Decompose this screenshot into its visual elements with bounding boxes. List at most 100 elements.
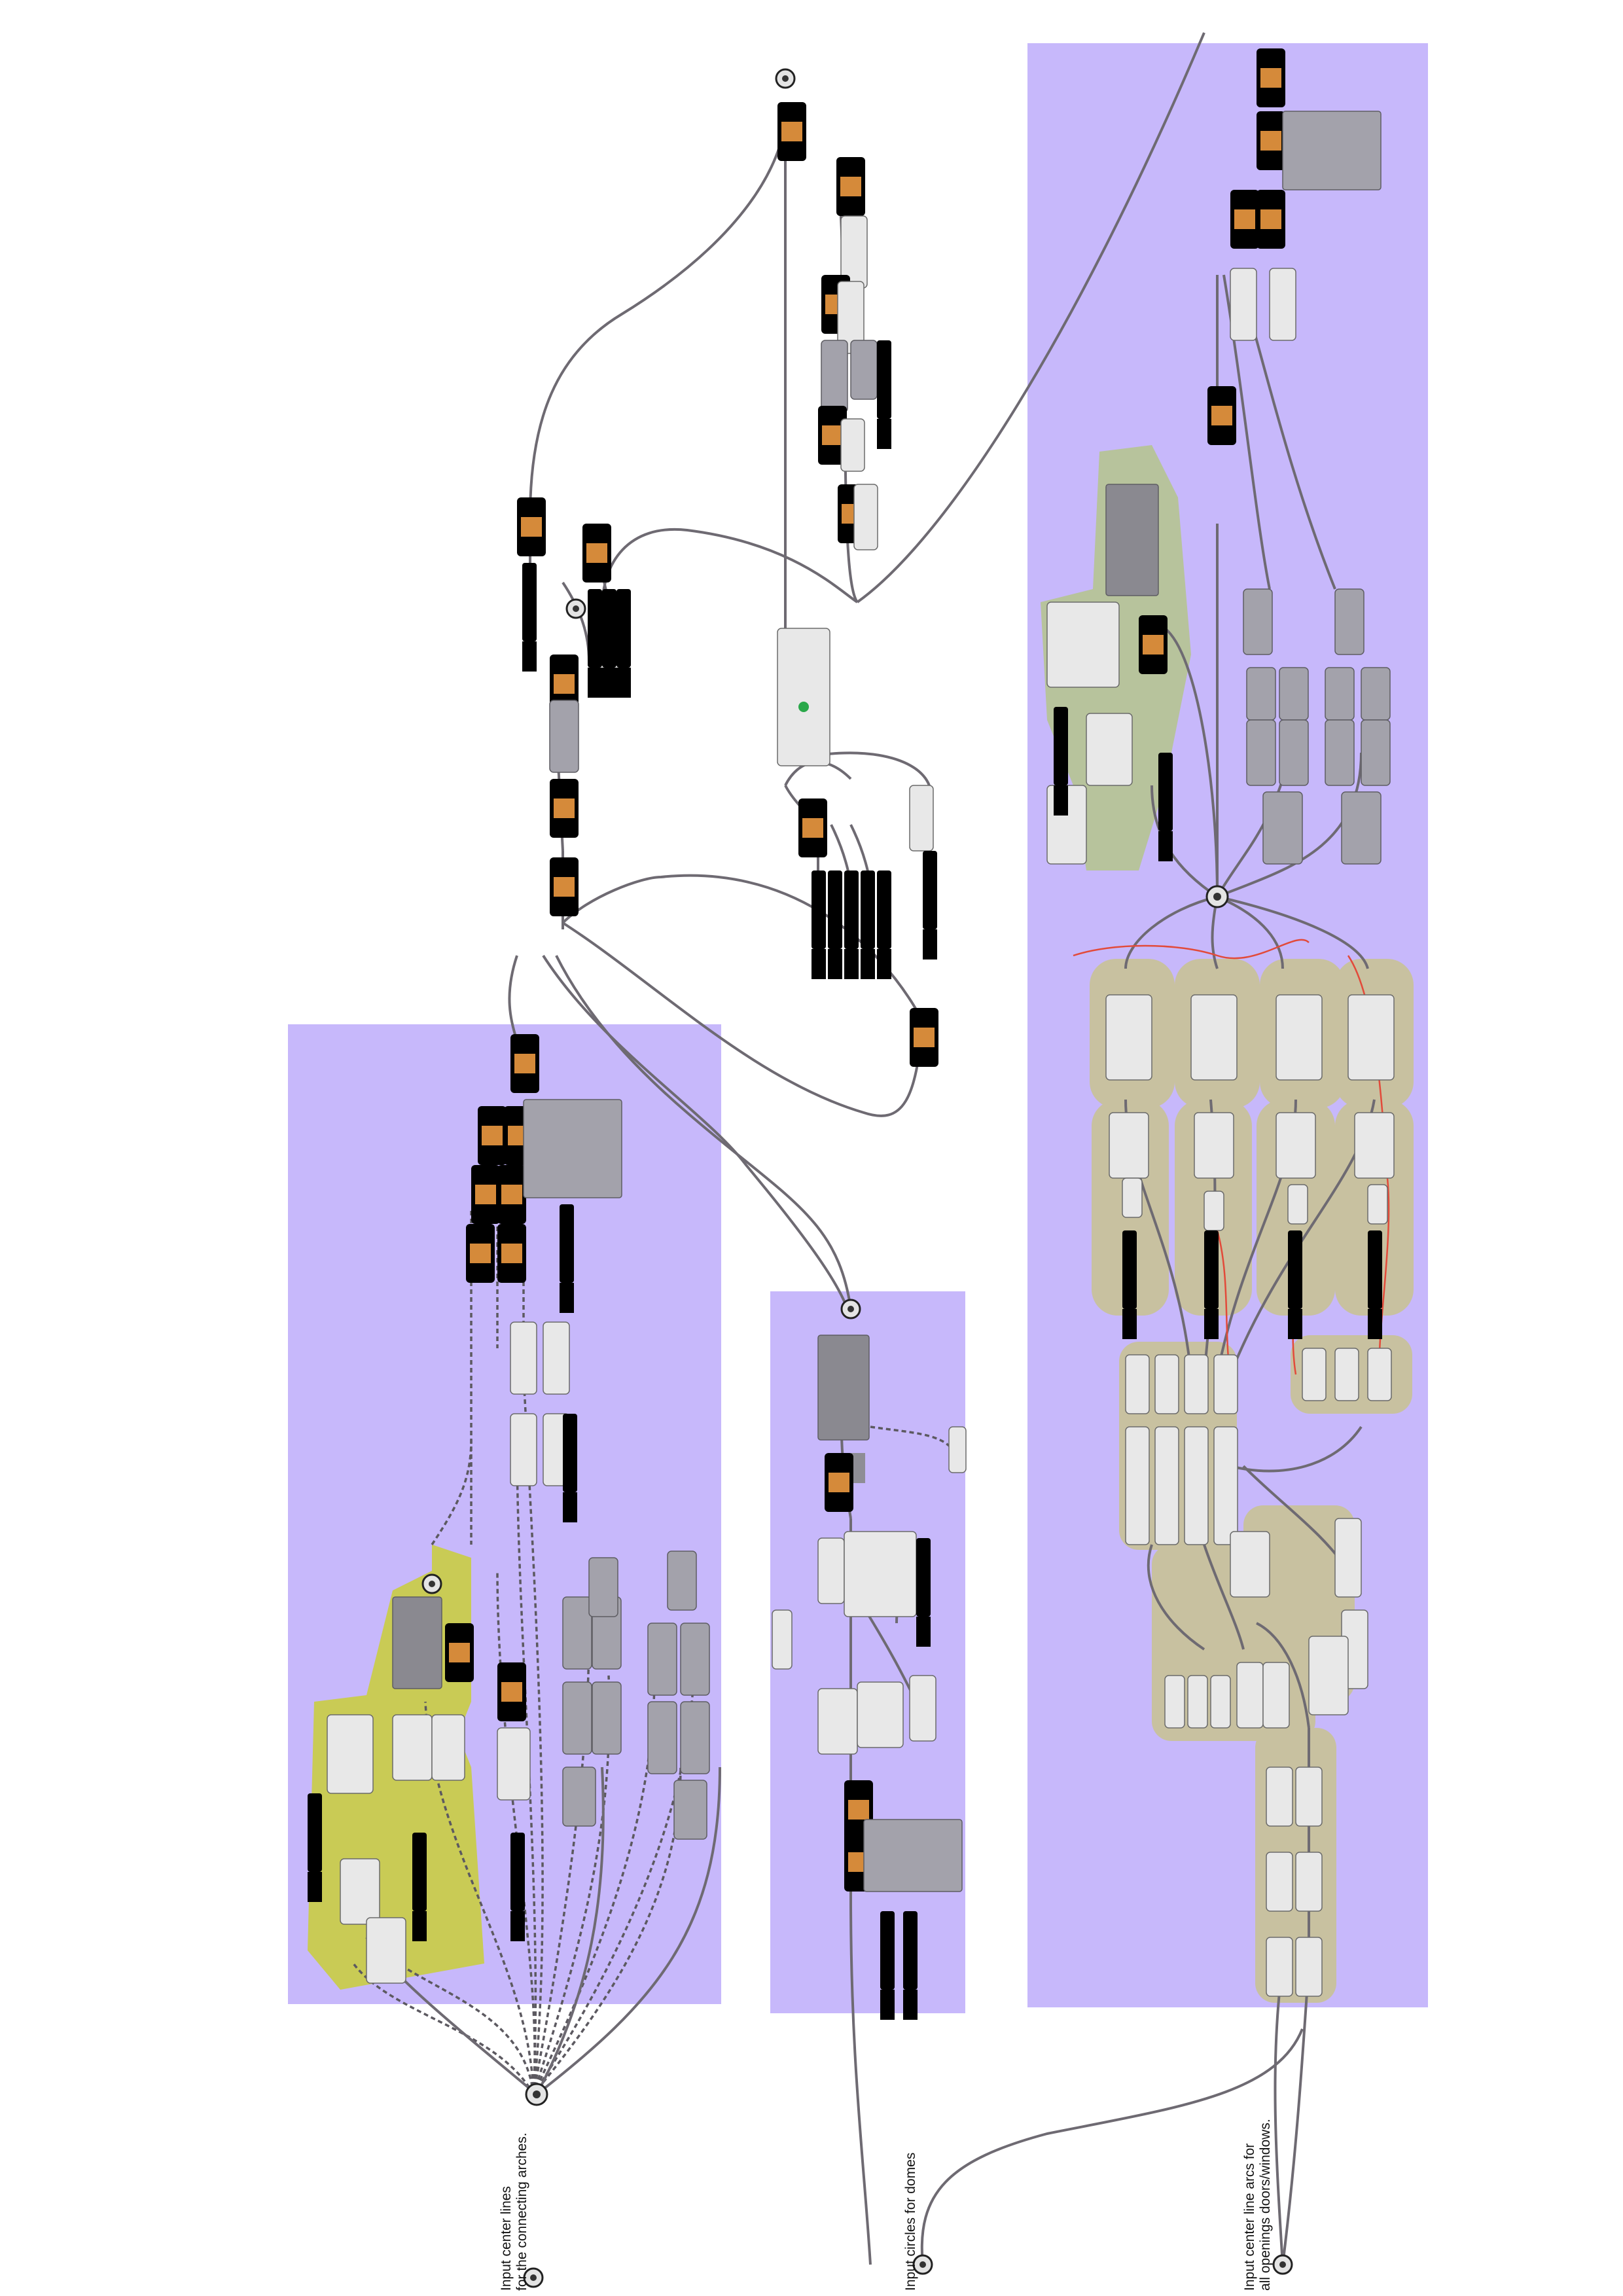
component-node[interactable] <box>466 1224 495 1283</box>
settings-panel[interactable] <box>1106 484 1158 596</box>
component-node[interactable] <box>393 1715 432 1780</box>
component-node[interactable] <box>681 1623 709 1695</box>
component-node[interactable] <box>1361 720 1390 785</box>
component-node[interactable] <box>1279 668 1308 720</box>
component-node[interactable] <box>1106 995 1152 1080</box>
component-node[interactable] <box>1296 1852 1322 1911</box>
mid-param[interactable] <box>567 600 585 618</box>
component-node[interactable] <box>550 779 579 838</box>
component-node[interactable] <box>857 1682 903 1748</box>
component-node[interactable] <box>1276 1113 1315 1178</box>
component-node[interactable] <box>497 1224 526 1283</box>
slider[interactable] <box>844 870 859 979</box>
component-node[interactable] <box>841 419 865 471</box>
component-node[interactable] <box>1122 1178 1142 1217</box>
component-node[interactable] <box>478 1106 507 1165</box>
slider[interactable] <box>616 589 631 698</box>
component-node[interactable] <box>1348 995 1394 1080</box>
component-node[interactable] <box>510 1034 539 1093</box>
component-node[interactable] <box>844 1532 916 1617</box>
component-node[interactable] <box>1230 190 1259 249</box>
component-node[interactable] <box>1257 111 1285 170</box>
component-node[interactable] <box>1325 668 1354 720</box>
component-node[interactable] <box>1302 1348 1326 1401</box>
settings-panel[interactable] <box>524 1100 622 1198</box>
slider[interactable] <box>602 589 616 698</box>
component-node[interactable] <box>1342 792 1381 864</box>
component-node[interactable] <box>1047 602 1119 687</box>
component-node[interactable] <box>432 1715 465 1780</box>
top-param[interactable] <box>776 69 794 88</box>
component-node[interactable] <box>1191 995 1237 1080</box>
component-node[interactable] <box>910 1676 936 1741</box>
component-node[interactable] <box>550 700 579 772</box>
component-node[interactable] <box>563 1597 592 1669</box>
component-node[interactable] <box>589 1558 618 1617</box>
component-node[interactable] <box>543 1322 569 1394</box>
component-node[interactable] <box>1279 720 1308 785</box>
component-node[interactable] <box>497 1165 526 1224</box>
component-node[interactable] <box>1263 792 1302 864</box>
component-node[interactable] <box>777 102 806 161</box>
slider[interactable] <box>903 1911 918 2020</box>
component-node[interactable] <box>1288 1185 1308 1224</box>
component-node[interactable] <box>1139 615 1168 674</box>
component-node[interactable] <box>1155 1355 1179 1414</box>
component-node[interactable] <box>1257 48 1285 107</box>
component-node[interactable] <box>550 857 579 916</box>
component-node[interactable] <box>592 1682 621 1754</box>
slider[interactable] <box>308 1793 322 1902</box>
slider[interactable] <box>510 1833 525 1941</box>
slider[interactable] <box>916 1538 931 1647</box>
settings-panel[interactable] <box>1283 111 1381 190</box>
component-node[interactable] <box>510 1414 537 1486</box>
component-node[interactable] <box>1188 1676 1207 1728</box>
component-node[interactable] <box>563 1767 596 1826</box>
component-node[interactable] <box>681 1702 709 1774</box>
slider[interactable] <box>812 870 826 979</box>
component-node[interactable] <box>674 1780 707 1839</box>
arches-hub-param[interactable] <box>423 1575 441 1593</box>
mesh-component[interactable] <box>777 628 830 766</box>
component-node[interactable] <box>851 340 877 399</box>
component-node[interactable] <box>1214 1427 1238 1545</box>
component-node[interactable] <box>1237 1662 1263 1728</box>
component-node[interactable] <box>949 1427 966 1473</box>
component-node[interactable] <box>563 1682 592 1754</box>
domes-top-param[interactable] <box>842 1300 860 1318</box>
component-node[interactable] <box>1214 1355 1238 1414</box>
component-node[interactable] <box>327 1715 373 1793</box>
input-openings-param[interactable] <box>1274 2255 1292 2274</box>
component-node[interactable] <box>1266 1852 1293 1911</box>
slider[interactable] <box>588 589 602 698</box>
component-node[interactable] <box>497 1728 530 1800</box>
component-node[interactable] <box>1230 1532 1270 1597</box>
component-node[interactable] <box>910 1008 938 1067</box>
component-node[interactable] <box>1368 1185 1387 1224</box>
component-node[interactable] <box>366 1918 406 1983</box>
component-node[interactable] <box>582 524 611 583</box>
component-node[interactable] <box>510 1322 537 1394</box>
slider[interactable] <box>1122 1230 1137 1339</box>
component-node[interactable] <box>836 157 865 216</box>
component-node[interactable] <box>1126 1355 1149 1414</box>
component-node[interactable] <box>445 1623 474 1682</box>
slider[interactable] <box>861 870 875 979</box>
component-node[interactable] <box>648 1623 677 1695</box>
component-node[interactable] <box>668 1551 696 1610</box>
slider[interactable] <box>1288 1230 1302 1339</box>
component-node[interactable] <box>818 1538 844 1604</box>
slider[interactable] <box>1368 1230 1382 1339</box>
component-node[interactable] <box>910 785 933 851</box>
component-node[interactable] <box>1247 720 1275 785</box>
component-node[interactable] <box>340 1859 380 1924</box>
slider[interactable] <box>923 851 937 960</box>
component-node[interactable] <box>1185 1355 1208 1414</box>
component-node[interactable] <box>1266 1767 1293 1826</box>
component-node[interactable] <box>1325 720 1354 785</box>
component-node[interactable] <box>471 1165 500 1224</box>
slider[interactable] <box>412 1833 427 1941</box>
component-node[interactable] <box>1126 1427 1149 1545</box>
component-node[interactable] <box>497 1662 526 1721</box>
component-node[interactable] <box>1270 268 1296 340</box>
